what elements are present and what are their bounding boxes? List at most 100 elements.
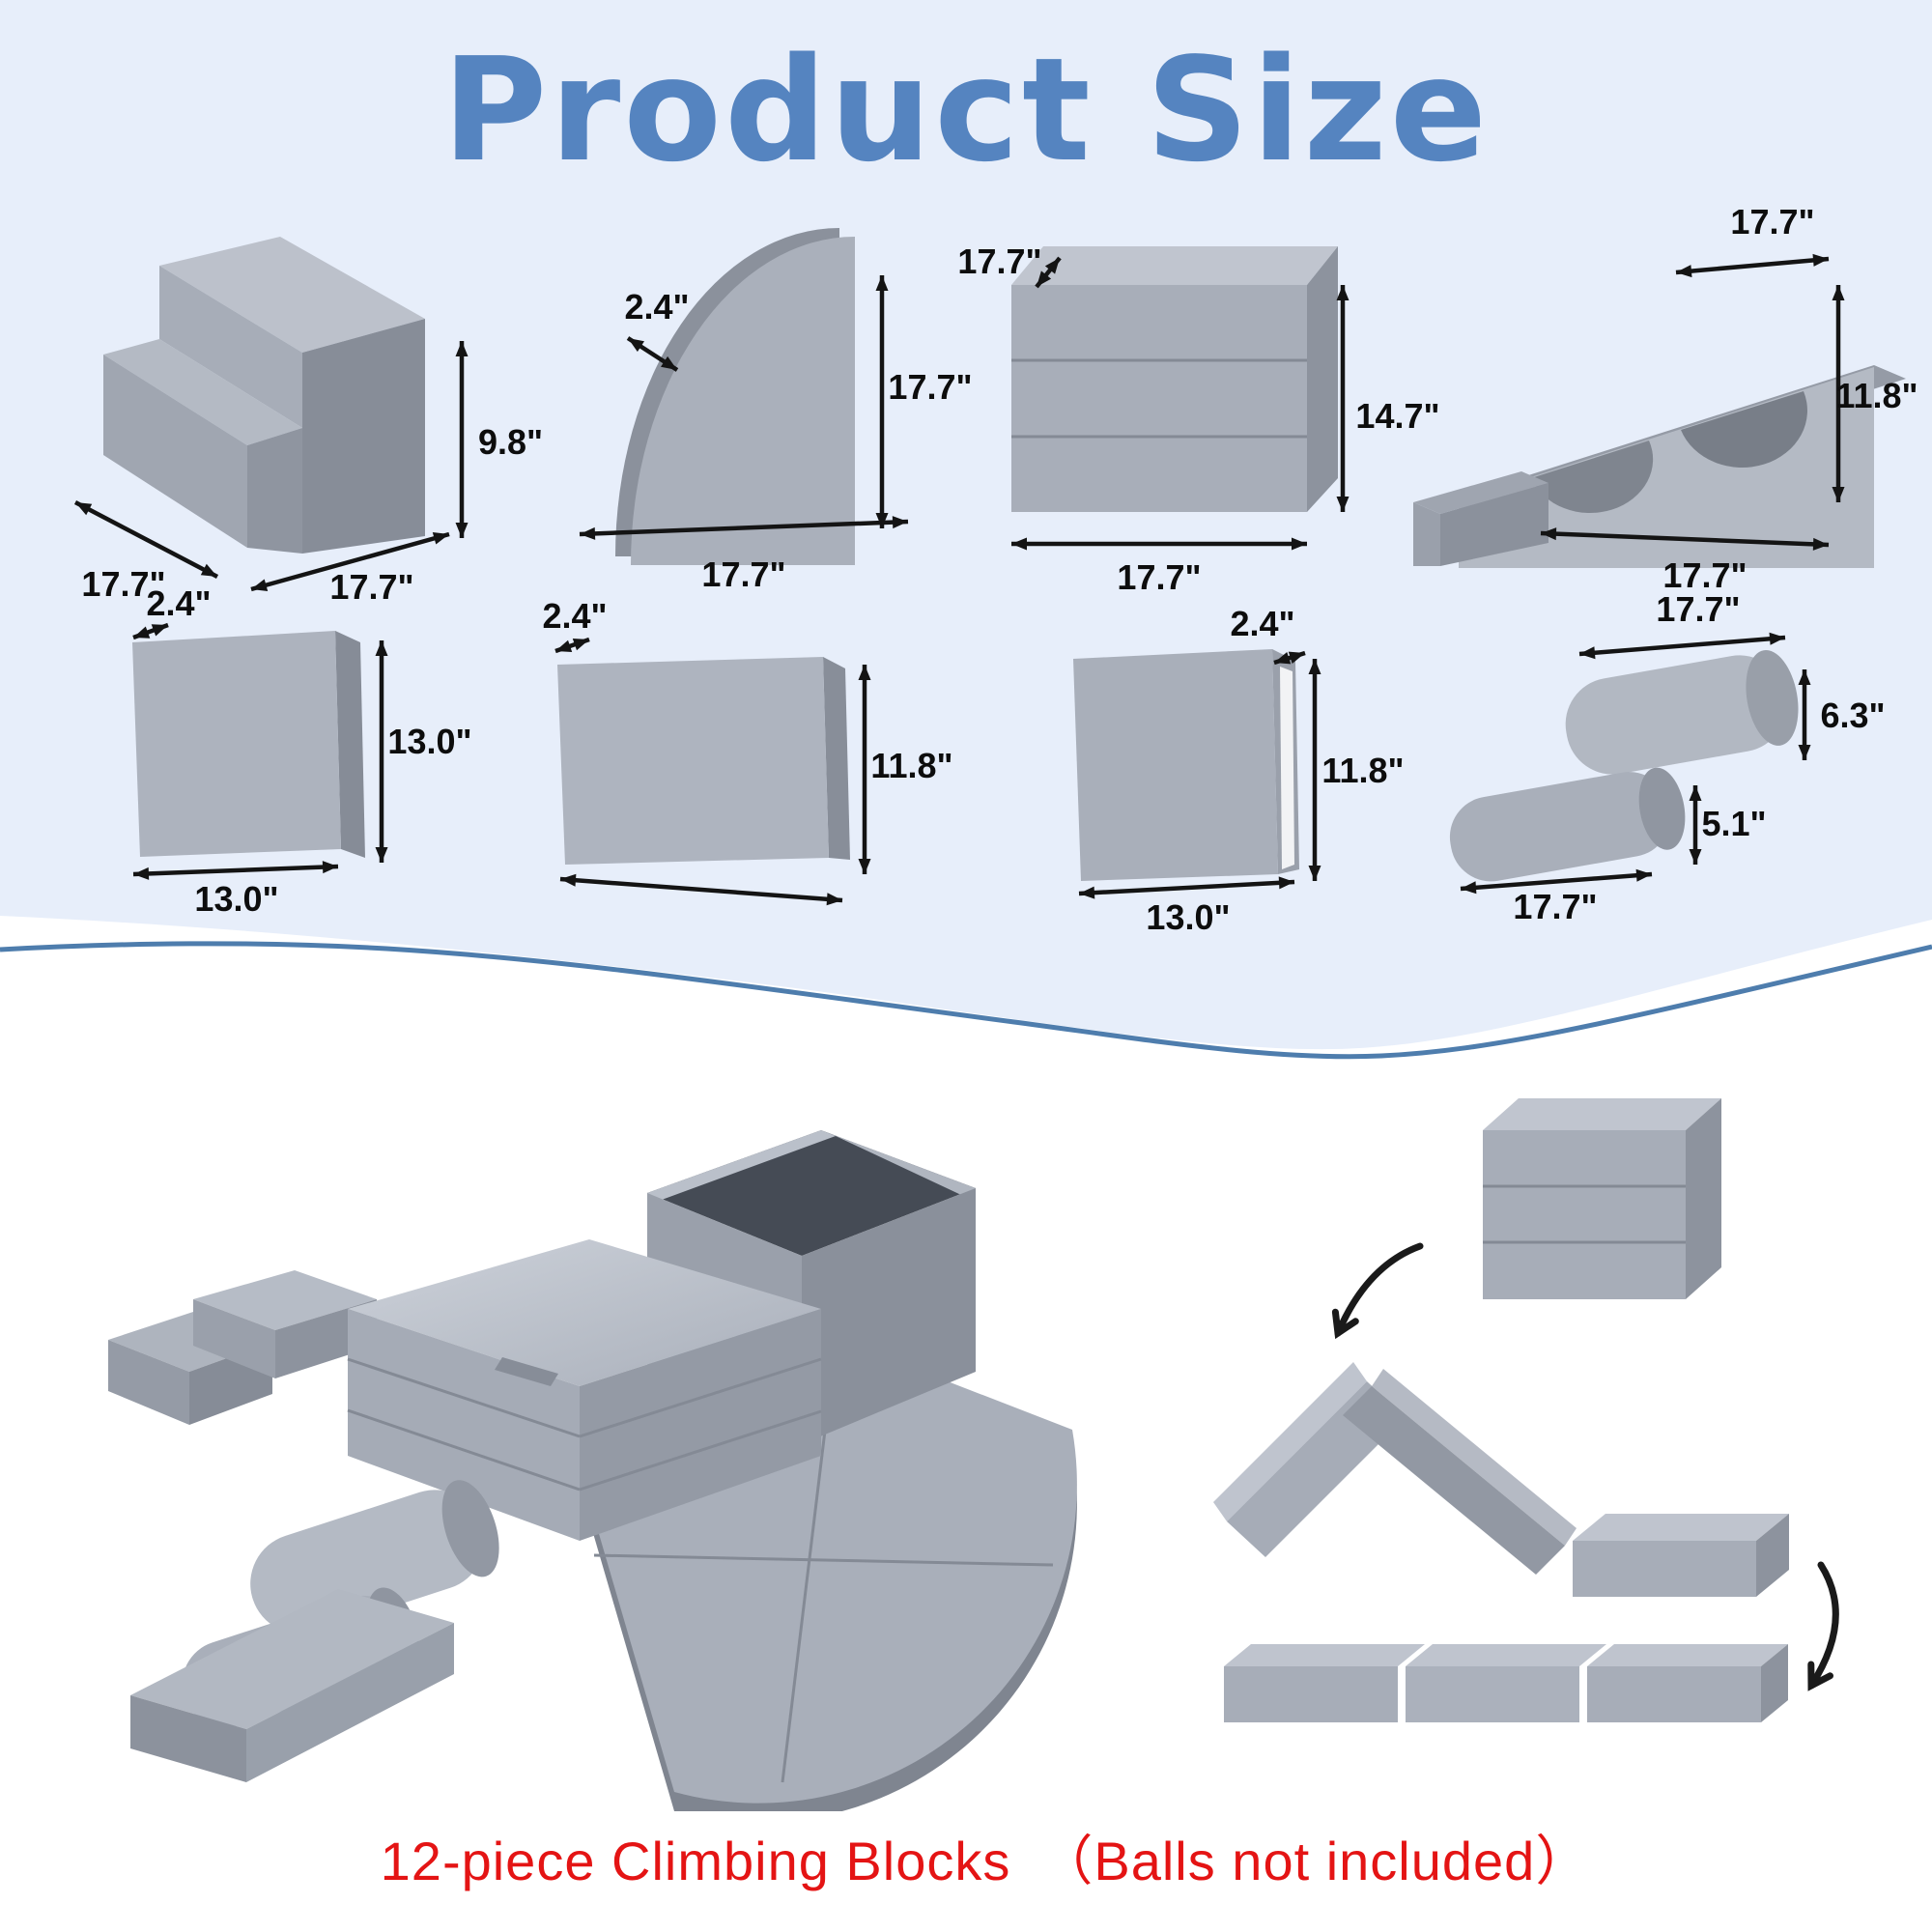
arrowhead	[1308, 659, 1321, 674]
large-cylinder-drawing	[1565, 650, 1799, 775]
large-cylinder-length-dimension: 17.7"	[1578, 594, 1786, 660]
arrowhead	[1832, 285, 1845, 300]
arrowhead	[1336, 285, 1350, 300]
wave-divider	[0, 916, 1932, 1140]
arrowhead	[1812, 253, 1829, 267]
arrowhead	[75, 502, 93, 516]
width-dimension: 13.0"	[132, 861, 339, 919]
arrowhead	[1689, 849, 1702, 865]
stacked-blocks-figure: 17.7" 14.7" 17.7"	[957, 242, 1439, 597]
wave-line	[0, 941, 1932, 1060]
arrowhead	[1308, 866, 1321, 881]
flat-mats-row	[1224, 1644, 1788, 1722]
thickness-dimension: 2.4"	[542, 596, 608, 654]
dim-label: 11.8"	[1835, 376, 1918, 415]
rectangle-panel-drawing	[557, 657, 850, 865]
arrowhead	[858, 665, 871, 680]
square-panel-white-edge-figure: 2.4" 11.8" 13.0"	[1073, 604, 1405, 937]
large-cylinder-diameter-dimension: 6.3"	[1798, 669, 1886, 760]
arrowhead	[1278, 876, 1294, 890]
arrowhead	[1541, 527, 1557, 541]
width-dimension: 17.7"	[579, 516, 909, 594]
dim-label: 11.8"	[870, 746, 952, 785]
arrowhead	[560, 873, 577, 887]
unfold-arrow	[1334, 1242, 1424, 1337]
arrowhead	[1635, 868, 1652, 882]
stair-block-figure: 9.8" 17.7" 17.7"	[73, 237, 543, 604]
dim-label: 17.7"	[1656, 594, 1740, 629]
assembled-set-figure	[108, 1130, 1077, 1811]
dim-label: 2.4"	[624, 287, 689, 327]
arrowhead	[151, 624, 168, 637]
dim-label: 14.7"	[1355, 396, 1439, 436]
arrowhead	[133, 867, 150, 880]
height-dimension: 11.8"	[1308, 659, 1405, 881]
dim-label: 17.7"	[81, 564, 165, 604]
dim-label: 2.4"	[542, 596, 607, 636]
arrowhead	[1812, 537, 1829, 551]
height-dimension: 11.8"	[858, 665, 953, 874]
arrowhead	[1037, 270, 1052, 287]
dim-label: 17.7"	[957, 242, 1041, 281]
arrowhead	[1336, 497, 1350, 512]
dim-label: 5.1"	[1701, 804, 1766, 843]
arrowhead	[875, 275, 889, 291]
arrowhead	[1832, 487, 1845, 502]
arrowhead	[375, 640, 388, 656]
arrowhead	[1079, 886, 1095, 899]
arrowhead	[251, 579, 269, 591]
dim-label: 17.7"	[1513, 887, 1597, 923]
height-dimension: 11.8"	[1832, 285, 1918, 502]
height-dimension: 13.0"	[375, 640, 472, 863]
stacked-mats	[347, 1239, 822, 1541]
arrowhead	[322, 861, 338, 874]
stair-piece	[108, 1270, 377, 1425]
arrowhead	[455, 523, 469, 538]
folding-sequence-figure	[1213, 1098, 1839, 1722]
large-cylinder-piece	[250, 1480, 499, 1634]
small-cylinder-drawing	[1449, 767, 1686, 882]
dim-label: 17.7"	[1730, 202, 1814, 242]
arrowhead	[1798, 669, 1811, 685]
width-dimension: 17.7"	[1540, 527, 1830, 595]
dim-label: 17.7"	[888, 367, 972, 407]
stacked-blocks-drawing	[1011, 246, 1338, 512]
folded-stack	[1483, 1098, 1721, 1299]
dim-label: 17.7"	[1662, 555, 1747, 595]
thickness-dimension: 2.4"	[1230, 604, 1306, 666]
dim-label: 17.7"	[701, 554, 785, 594]
width-dimension: 17.7"	[1011, 537, 1307, 597]
width-dimension	[559, 873, 843, 906]
dim-label: 2.4"	[1230, 604, 1294, 643]
arrowhead	[572, 639, 589, 651]
arrowhead	[133, 626, 151, 639]
cylinders-figure: 17.7" 6.3" 5.1" 17.7"	[1449, 594, 1886, 923]
stair-block-drawing	[103, 237, 425, 554]
handle	[495, 1357, 558, 1386]
arrowhead	[1292, 537, 1307, 551]
width-dimension: 13.0"	[1078, 876, 1295, 937]
arrowhead	[858, 859, 871, 874]
arrowhead	[1807, 1661, 1833, 1691]
dim-label: 9.8"	[478, 422, 543, 462]
arrowhead	[432, 532, 449, 545]
arrowhead	[1689, 785, 1702, 801]
arrowhead	[200, 563, 217, 577]
caption-text: 12-piece Climbing Blocks （Balls not incl…	[380, 1831, 1591, 1891]
arrowhead	[1579, 646, 1596, 660]
arrowhead	[1331, 1308, 1359, 1340]
square-panel-white-edge-drawing	[1073, 649, 1299, 881]
dim-label: 17.7"	[1117, 557, 1201, 597]
arrowhead	[455, 341, 469, 356]
square-panel-drawing	[132, 631, 365, 858]
small-cylinder-length-dimension: 17.7"	[1460, 868, 1653, 923]
arrowhead	[892, 516, 908, 529]
depth-dimension: 17.7"	[73, 500, 219, 604]
height-dimension: 17.7"	[875, 275, 973, 528]
wave-block-drawing	[1413, 365, 1906, 568]
thickness-dimension: 2.4"	[132, 584, 212, 640]
thickness-dimension: 2.4"	[624, 287, 690, 372]
arrowhead	[1461, 881, 1477, 895]
small-cylinder-diameter-dimension: 5.1"	[1689, 785, 1767, 865]
